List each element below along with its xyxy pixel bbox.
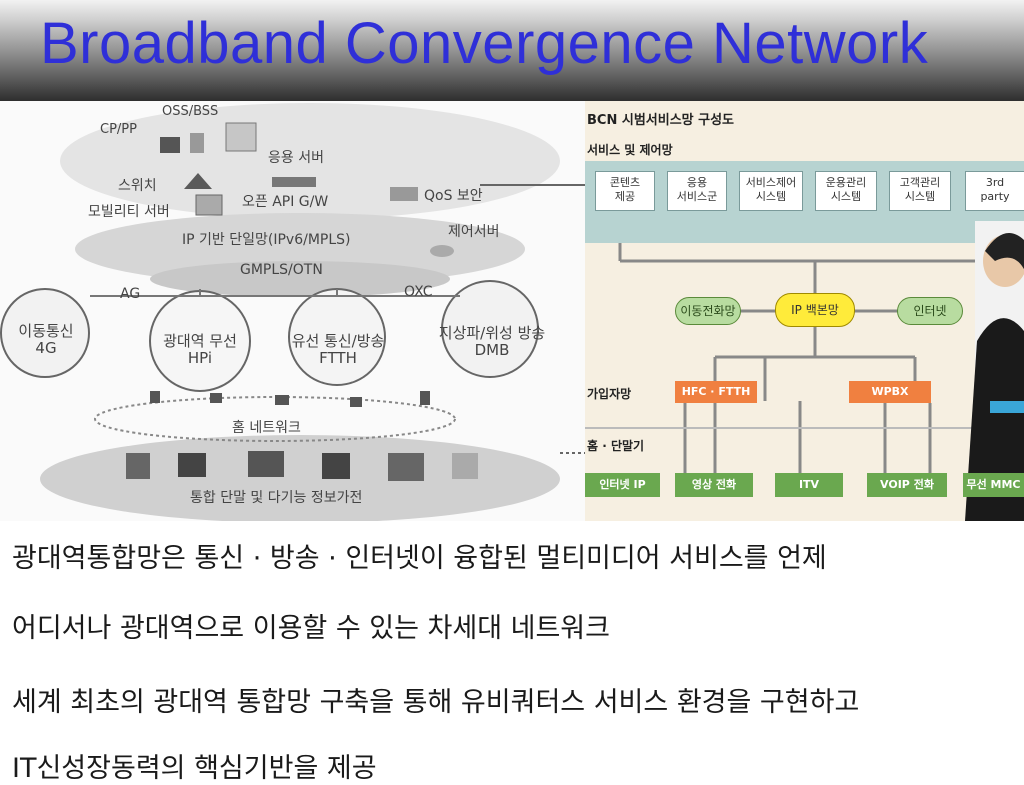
control-server-label: 제어서버 [448, 224, 500, 240]
oss-bss-label: OSS/BSS [162, 104, 219, 119]
ag-label: AG [120, 286, 141, 302]
home-network-ring [94, 396, 456, 442]
terminal-internet-ip: 인터넷 IP [585, 473, 660, 497]
home-device-icon [275, 395, 289, 405]
ip-network-label: IP 기반 단일망(IPv6/MPLS) [182, 232, 351, 248]
terminal-itv: ITV [775, 473, 843, 497]
body-text-line-2: 어디서나 광대역으로 이용할 수 있는 차세대 네트워크 [12, 613, 610, 644]
cp-icon [160, 137, 180, 153]
terminal-laptop-icon [248, 451, 284, 477]
bcn-architecture-diagram: OSS/BSS CP/PP 응용 서버 스위치 오픈 API G/W QoS 보… [0, 101, 585, 521]
app-server-icon [272, 177, 316, 187]
mobile-4g-circle [0, 288, 90, 378]
switch-icon [184, 173, 212, 189]
terminal-appliance-icon [452, 453, 478, 479]
home-terminal-label: 홈 · 단말기 [587, 439, 645, 453]
mobile-network-node: 이동전화망 [675, 297, 741, 325]
terminal-monitor-icon [322, 453, 350, 479]
architecture-drawing [0, 103, 585, 521]
pilot-network-title: BCN 시범서비스망 구성도 [587, 113, 735, 128]
body-text-line-1: 광대역통합망은 통신 · 방송 · 인터넷이 융합된 멀티미디어 서비스를 언제 [12, 543, 827, 574]
home-device-icon [420, 391, 430, 405]
terminal-wireless-mmc: 무선 MMC [963, 473, 1024, 497]
access-layer-label: 가입자망 [587, 387, 632, 401]
body-text-line-4: IT신성장동력의 핵심기반을 제공 [12, 753, 377, 784]
ip-backbone-node: IP 백본망 [775, 293, 855, 327]
terminal-layer-ellipse [40, 435, 560, 521]
home-network-label: 홈 네트워크 [232, 420, 301, 436]
wpbx-node: WPBX [849, 381, 931, 403]
pp-icon [190, 133, 204, 153]
title-bar: Broadband Convergence Network [0, 0, 1024, 101]
home-device-icon [210, 393, 222, 403]
qos-icon [390, 187, 418, 201]
hfc-ftth-node: HFC · FTTH [675, 381, 757, 403]
terminal-voip-phone: VOIP 전화 [867, 473, 947, 497]
qos-label: QoS 보안 [424, 188, 483, 204]
switch-label: 스위치 [118, 178, 157, 194]
slide-title: Broadband Convergence Network [40, 11, 929, 76]
oss-server-icon [225, 122, 257, 152]
router-icon [430, 245, 454, 257]
app-server-label: 응용 서버 [268, 150, 324, 166]
gmpls-ellipse [150, 261, 450, 297]
terrestrial-circle [441, 280, 539, 378]
open-api-label: 오픈 API G/W [242, 194, 329, 210]
terminal-phone-icon [126, 453, 150, 479]
mobility-server-icon [195, 194, 223, 216]
body-text-line-3: 세계 최초의 광대역 통합망 구축을 통해 유비쿼터스 서비스 환경을 구현하고 [12, 687, 860, 718]
home-device-icon [350, 397, 362, 407]
service-layer-ellipse [60, 103, 560, 219]
oxc-label: OXC [404, 284, 433, 300]
terminal-video-phone: 영상 전화 [675, 473, 753, 497]
ip-network-ellipse [75, 213, 525, 285]
terminal-tv-icon [388, 453, 424, 481]
terminals-label: 통합 단말 및 다기능 정보가전 [190, 490, 363, 506]
home-device-icon [150, 391, 160, 403]
cp-pp-label: CP/PP [100, 122, 137, 137]
mobility-server-label: 모빌리티 서버 [88, 204, 170, 220]
terminal-pda-icon [178, 453, 206, 477]
gmpls-label: GMPLS/OTN [240, 262, 323, 278]
service-layer-label: 서비스 및 제어망 [587, 143, 673, 157]
internet-node: 인터넷 [897, 297, 963, 325]
